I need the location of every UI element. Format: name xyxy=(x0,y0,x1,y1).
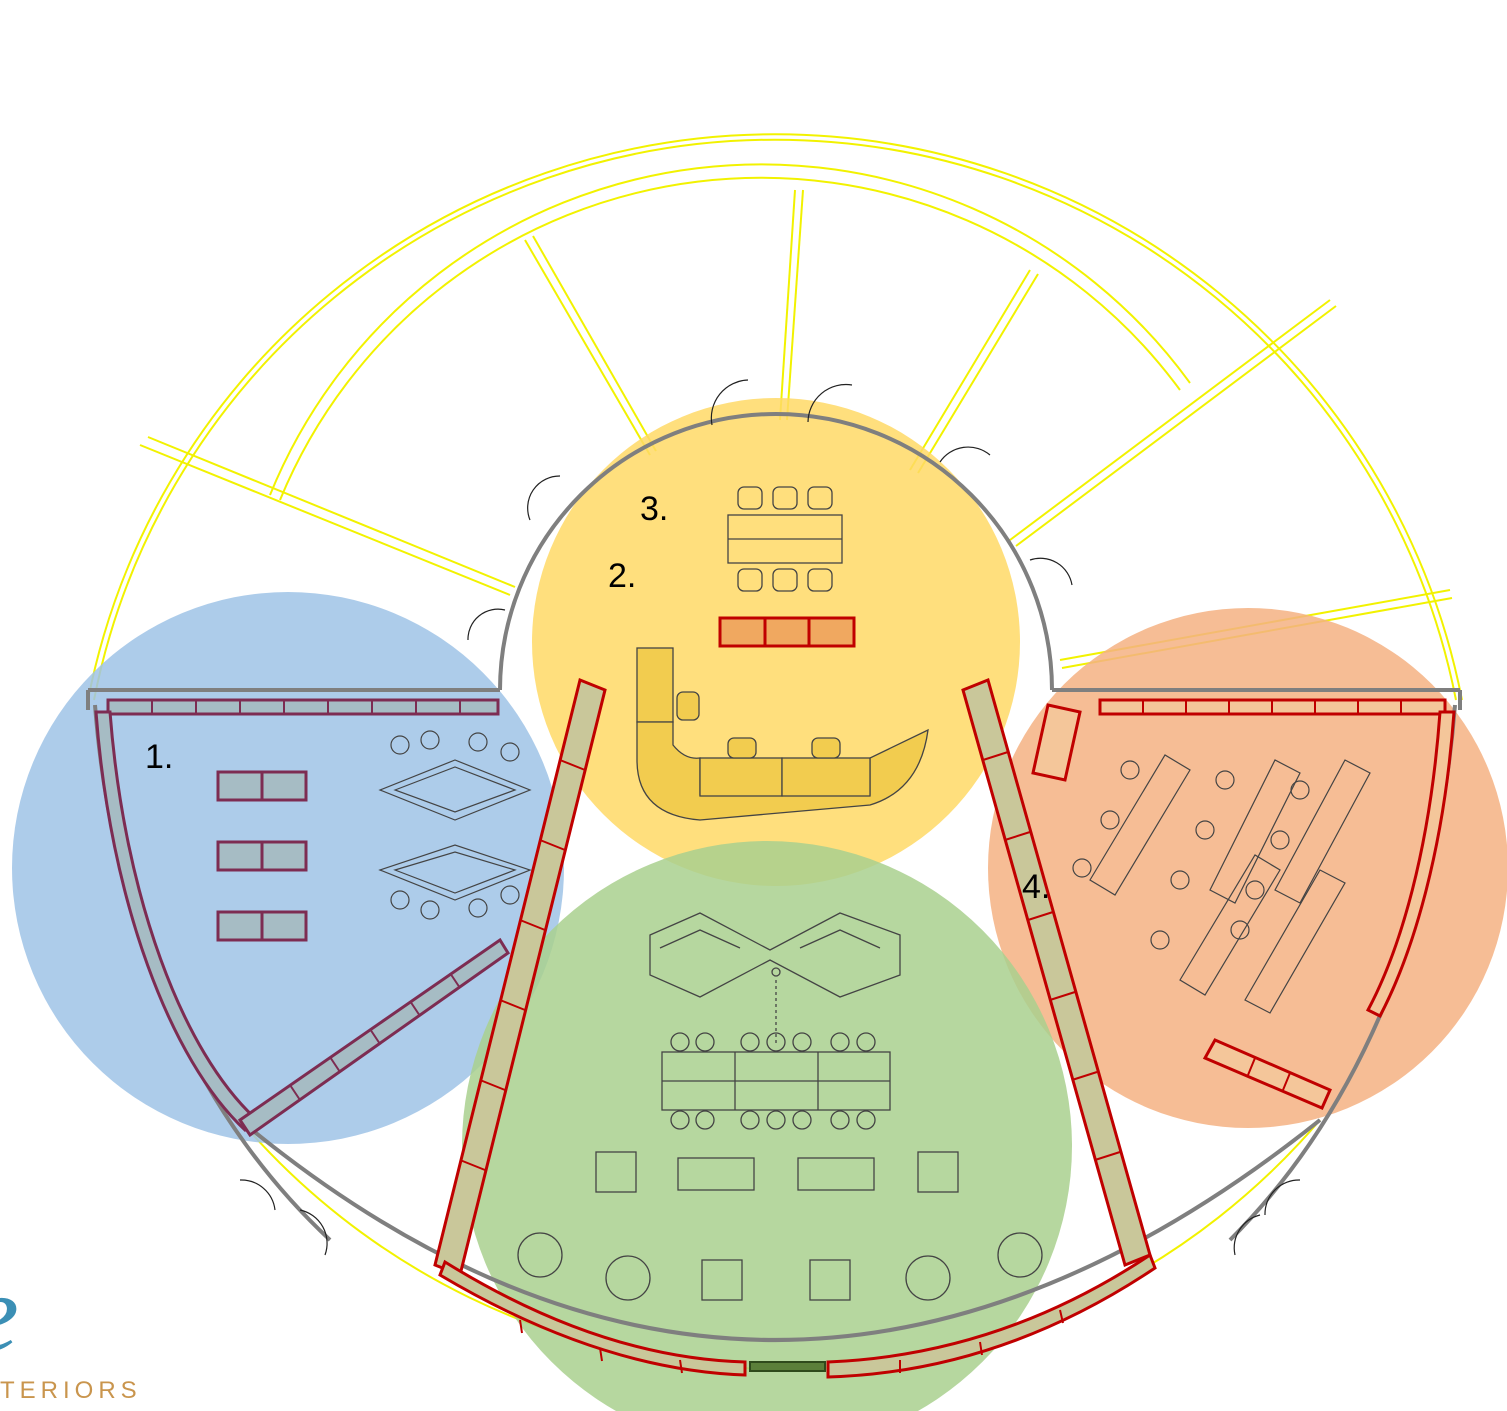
zone-4-partition-seams xyxy=(1142,700,1402,1091)
zone-2-partitions xyxy=(433,677,1157,1379)
company-logo: e TERIORS xyxy=(0,1252,142,1404)
zone-2-partition-seams xyxy=(459,751,1121,1374)
zone-1-sofas xyxy=(216,770,308,942)
zone-2 xyxy=(462,841,1072,1411)
doors xyxy=(239,379,1301,1256)
zone-1-partitions xyxy=(94,698,511,1138)
zone-1-label: 1. xyxy=(145,738,173,776)
zone-1-workstations xyxy=(378,730,532,920)
zone-2-bench-desks xyxy=(661,1032,891,1130)
zone-2-label: 2. xyxy=(608,557,636,595)
zone-4-training-tables xyxy=(1072,754,1371,1014)
zone-2-entry-bench xyxy=(749,1361,826,1372)
zone-3-sofa xyxy=(718,616,856,648)
zone-3-conference-table xyxy=(727,486,843,592)
zone-2-highlight xyxy=(462,841,1072,1411)
logo-text: TERIORS xyxy=(0,1377,142,1404)
zone-2-meeting-tables xyxy=(517,1151,1043,1301)
zone-4-label: 4. xyxy=(1022,868,1050,906)
zone-2-workstation-pods xyxy=(649,912,901,1045)
logo-mark: e xyxy=(0,1252,19,1374)
zone-3-reception-desk xyxy=(636,647,929,821)
zone-3-label: 3. xyxy=(640,490,668,528)
zone-1-partition-seams xyxy=(151,700,461,1101)
